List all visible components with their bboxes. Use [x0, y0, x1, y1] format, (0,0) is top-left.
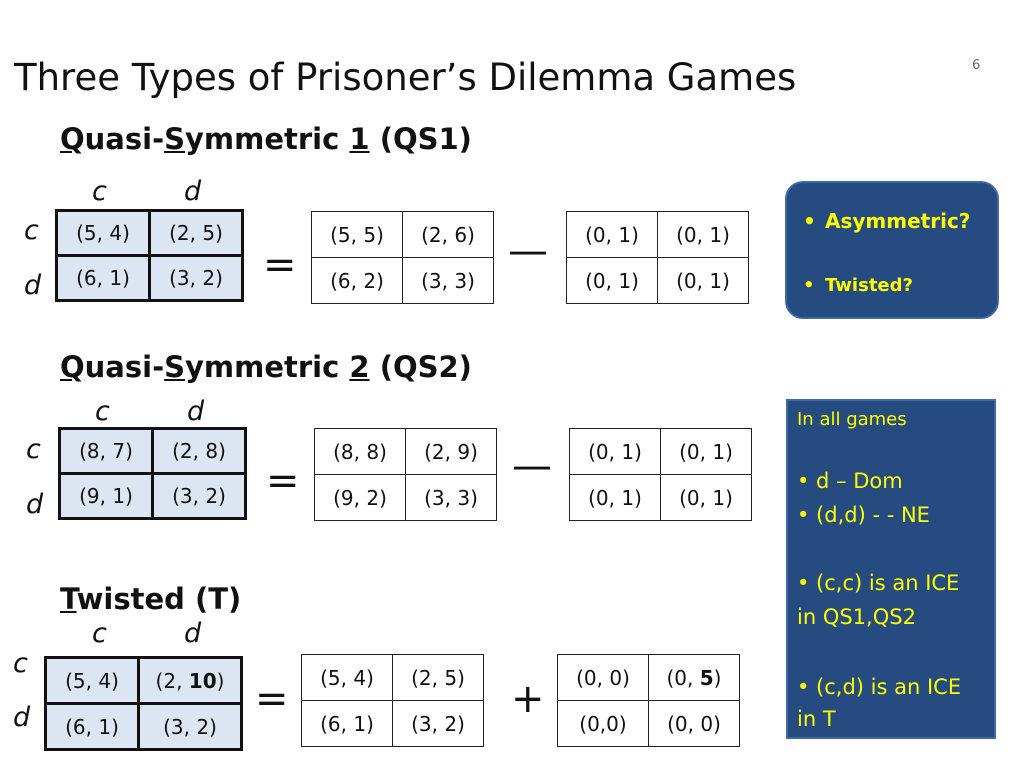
t-symmetric-matrix: (5, 4)(2, 5) (6, 1)(3, 2): [301, 654, 484, 747]
qs1-row-label-c: c: [24, 215, 39, 246]
qs2-minus-sign: —: [512, 443, 552, 489]
matrix-cell: (2, 10): [137, 656, 243, 705]
t-col-label-d: d: [184, 618, 202, 649]
slide-title: Three Types of Prisoner’s Dilemma Games: [14, 56, 797, 99]
matrix-cell: (0,0): [557, 700, 649, 747]
slide-number: 6: [972, 58, 981, 73]
t-heading: Twisted (T): [60, 582, 242, 616]
qs2-col-label-c: c: [95, 396, 110, 427]
matrix-cell: (0, 1): [569, 428, 661, 475]
matrix-cell: (3, 3): [405, 474, 497, 521]
notes-heading: In all games: [797, 409, 907, 430]
qs2-equals-sign: =: [266, 458, 300, 504]
matrix-cell: (3, 2): [392, 700, 484, 747]
qs1-deviation-matrix: (0, 1)(0, 1) (0, 1)(0, 1): [566, 211, 749, 304]
t-game-matrix: (5, 4)(2, 10) (6, 1)(3, 2): [44, 656, 243, 751]
matrix-cell: (0, 0): [648, 700, 740, 747]
callout-item-twisted: Twisted?: [825, 275, 913, 296]
matrix-cell: (0, 5): [648, 654, 740, 701]
callout-bullet: •: [803, 275, 815, 296]
qs2-row-label-d: d: [26, 489, 44, 520]
notes-line: • (c,d) is an ICE: [797, 675, 962, 699]
matrix-cell: (0, 1): [660, 474, 752, 521]
qs1-equals-sign: =: [263, 242, 297, 288]
notes-line: • d – Dom: [797, 469, 903, 493]
callout-bullet: •: [803, 209, 816, 233]
t-row-label-c: c: [13, 648, 28, 679]
matrix-cell: (9, 2): [314, 474, 406, 521]
t-equals-sign: =: [255, 676, 289, 722]
qs1-game-matrix: (5, 4)(2, 5) (6, 1)(3, 2): [55, 209, 244, 302]
matrix-cell: (6, 1): [55, 254, 151, 302]
matrix-cell: (6, 1): [301, 700, 393, 747]
matrix-cell: (5, 4): [44, 656, 140, 705]
matrix-cell: (3, 3): [402, 257, 494, 304]
matrix-cell: (0, 1): [660, 428, 752, 475]
qs2-symmetric-matrix: (8, 8)(2, 9) (9, 2)(3, 3): [314, 428, 497, 521]
qs2-deviation-matrix: (0, 1)(0, 1) (0, 1)(0, 1): [569, 428, 752, 521]
matrix-cell: (8, 7): [58, 427, 154, 475]
matrix-cell: (2, 6): [402, 211, 494, 258]
matrix-cell: (0, 1): [657, 211, 749, 258]
t-plus-sign: +: [511, 676, 545, 722]
qs1-row-label-d: d: [24, 270, 42, 301]
matrix-cell: (2, 8): [151, 427, 247, 475]
qs1-col-label-c: c: [92, 176, 107, 207]
callout-item-asymmetric: Asymmetric?: [825, 209, 971, 233]
matrix-cell: (5, 4): [55, 209, 151, 257]
qs1-symmetric-matrix: (5, 5)(2, 6) (6, 2)(3, 3): [311, 211, 494, 304]
notes-line: • (c,c) is an ICE: [797, 571, 960, 595]
matrix-cell: (0, 1): [566, 211, 658, 258]
matrix-cell: (3, 2): [137, 702, 243, 751]
matrix-cell: (0, 1): [657, 257, 749, 304]
notes-line: • (d,d) - - NE: [797, 503, 930, 527]
matrix-cell: (3, 2): [151, 472, 247, 520]
qs2-col-label-d: d: [187, 396, 205, 427]
matrix-cell: (2, 9): [405, 428, 497, 475]
matrix-cell: (6, 2): [311, 257, 403, 304]
qs1-col-label-d: d: [184, 176, 202, 207]
matrix-cell: (0, 0): [557, 654, 649, 701]
t-col-label-c: c: [92, 618, 107, 649]
matrix-cell: (9, 1): [58, 472, 154, 520]
matrix-cell: (0, 1): [569, 474, 661, 521]
qs1-heading: Quasi-Symmetric 1 (QS1): [60, 122, 472, 156]
matrix-cell: (6, 1): [44, 702, 140, 751]
questions-callout: • Asymmetric? • Twisted?: [785, 181, 999, 319]
qs2-game-matrix: (8, 7)(2, 8) (9, 1)(3, 2): [58, 427, 247, 520]
matrix-cell: (2, 5): [392, 654, 484, 701]
matrix-cell: (5, 5): [311, 211, 403, 258]
matrix-cell: (2, 5): [148, 209, 244, 257]
t-deviation-matrix: (0, 0)(0, 5) (0,0)(0, 0): [557, 654, 740, 747]
matrix-cell: (5, 4): [301, 654, 393, 701]
matrix-cell: (8, 8): [314, 428, 406, 475]
t-row-label-d: d: [13, 702, 31, 733]
notes-line: in QS1,QS2: [797, 605, 916, 629]
matrix-cell: (3, 2): [148, 254, 244, 302]
qs2-row-label-c: c: [26, 434, 41, 465]
matrix-cell: (0, 1): [566, 257, 658, 304]
qs2-heading: Quasi-Symmetric 2 (QS2): [60, 350, 472, 384]
notes-callout: In all games • d – Dom • (d,d) - - NE • …: [786, 399, 996, 739]
qs1-minus-sign: —: [508, 228, 548, 274]
notes-line: in T: [797, 707, 836, 731]
